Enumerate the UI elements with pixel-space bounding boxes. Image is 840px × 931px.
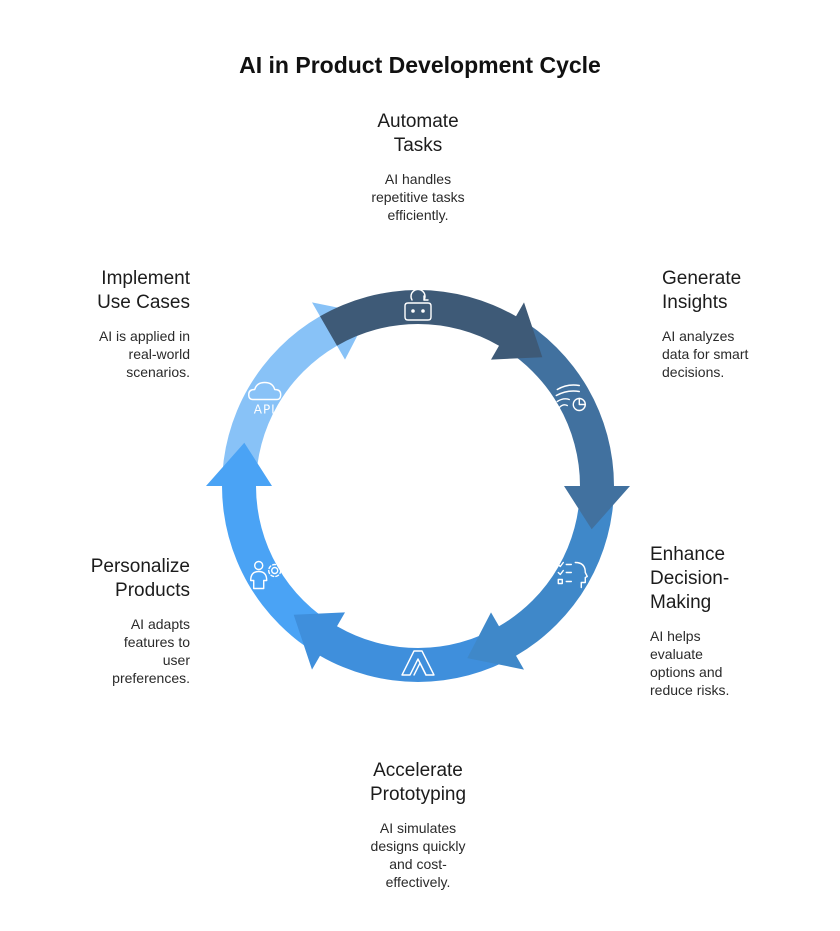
step-description: AI adapts features to user preferences. (10, 615, 190, 687)
heading-line: Prototyping (369, 784, 467, 805)
insight-chart-icon (555, 384, 586, 412)
arrow-generate-insights (499, 316, 630, 530)
desc-line: AI simulates (379, 820, 457, 836)
step-description: AI simulates designs quickly and cost- e… (318, 819, 518, 891)
heading-line: Insights (662, 292, 728, 313)
heading-line: Generate (662, 268, 742, 289)
step-heading: Personalize Products (10, 555, 190, 603)
desc-line: AI analyzes (662, 328, 735, 344)
prototype-logo-icon (401, 650, 435, 676)
step-enhance-decision-making: Enhance Decision- Making AI helps evalua… (650, 543, 830, 699)
step-description: AI handles repetitive tasks efficiently. (318, 170, 518, 224)
desc-line: data for smart (662, 346, 749, 362)
desc-line: repetitive tasks (371, 189, 465, 205)
arrow-personalize-products (206, 442, 337, 656)
heading-line: Making (650, 592, 712, 613)
step-personalize-products: Personalize Products AI adapts features … (10, 555, 190, 687)
desc-line: AI adapts (130, 616, 190, 632)
heading-line: Enhance (650, 544, 726, 565)
heading-line: Tasks (393, 135, 443, 156)
desc-line: preferences. (112, 670, 190, 686)
diagram-title: AI in Product Development Cycle (239, 52, 601, 78)
heading-line: Personalize (90, 556, 190, 577)
step-accelerate-prototyping: Accelerate Prototyping AI simulates desi… (318, 759, 518, 891)
arrow-implement-use-cases (222, 302, 369, 486)
arrow-accelerate-prototyping (293, 612, 516, 682)
decision-head-icon (557, 561, 588, 589)
desc-line: efficiently. (387, 207, 449, 223)
heading-line: Use Cases (97, 292, 190, 313)
desc-line: features to (123, 634, 190, 650)
step-heading: Enhance Decision- Making (650, 543, 830, 615)
heading-line: Decision- (650, 568, 730, 589)
desc-line: decisions. (662, 364, 725, 380)
desc-line: reduce risks. (650, 682, 730, 698)
desc-line: AI is applied in (98, 328, 190, 344)
step-automate-tasks: Automate Tasks AI handles repetitive tas… (318, 110, 518, 224)
step-description: AI is applied in real-world scenarios. (10, 327, 190, 381)
desc-line: AI handles (384, 171, 452, 187)
desc-line: effectively. (385, 874, 451, 890)
desc-line: scenarios. (126, 364, 190, 380)
arrow-enhance-decision-making (467, 486, 614, 670)
step-heading: Automate Tasks (318, 110, 518, 158)
robot-icon (404, 288, 432, 321)
step-description: AI analyzes data for smart decisions. (662, 327, 832, 381)
heading-line: Products (115, 580, 190, 601)
heading-line: Automate (377, 111, 459, 132)
step-heading: Accelerate Prototyping (318, 759, 518, 807)
step-heading: Generate Insights (662, 267, 832, 315)
desc-line: real-world (128, 346, 190, 362)
step-heading: Implement Use Cases (10, 267, 190, 315)
arrow-automate-tasks (320, 290, 543, 360)
desc-line: AI helps (650, 628, 701, 644)
step-generate-insights: Generate Insights AI analyzes data for s… (662, 267, 832, 381)
step-description: AI helps evaluate options and reduce ris… (650, 627, 830, 699)
desc-line: designs quickly (370, 838, 466, 854)
desc-line: and cost- (389, 856, 447, 872)
user-gear-icon (250, 560, 282, 590)
heading-line: Implement (101, 268, 190, 289)
heading-line: Accelerate (373, 760, 463, 781)
api-label: API (254, 403, 276, 417)
desc-line: options and (650, 664, 723, 680)
desc-line: user (162, 652, 190, 668)
cloud-api-icon: API (248, 381, 282, 417)
desc-line: evaluate (650, 646, 703, 662)
step-implement-use-cases: Implement Use Cases AI is applied in rea… (10, 267, 190, 381)
